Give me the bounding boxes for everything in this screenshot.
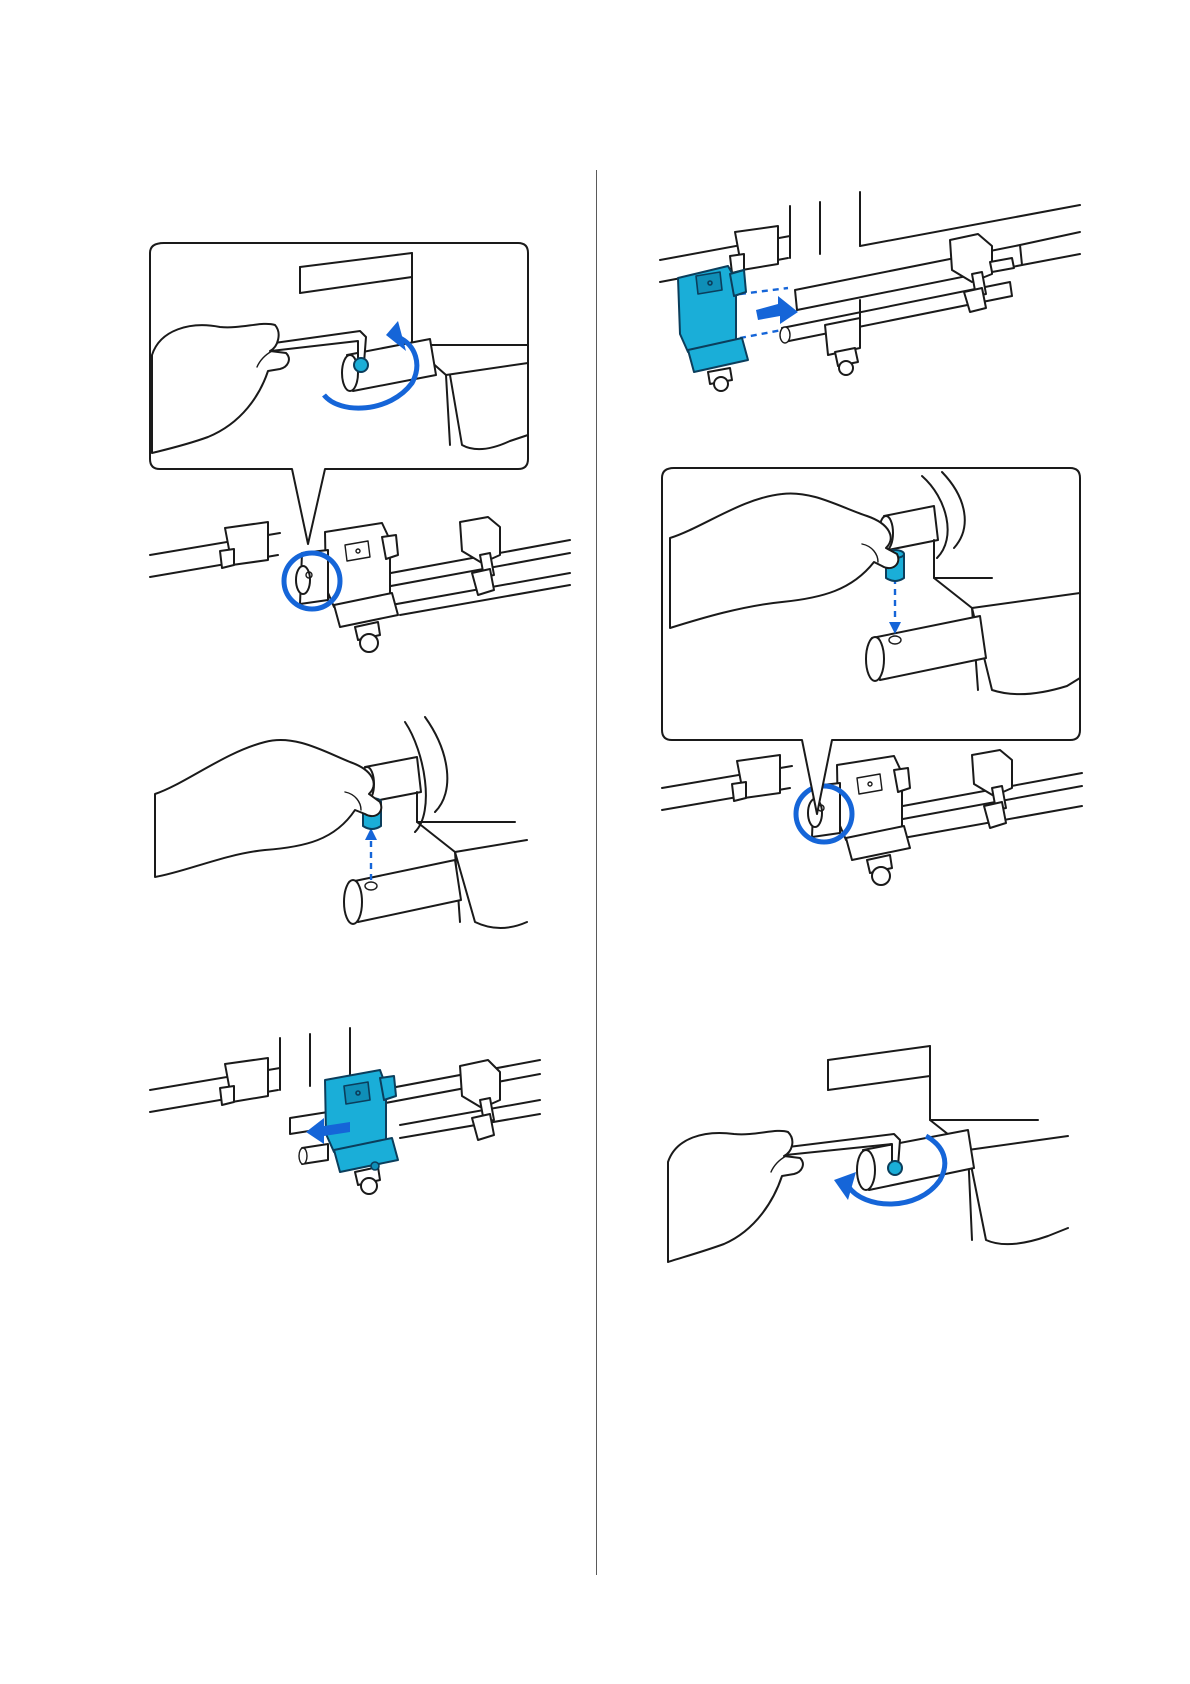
arrow-right-icon: [756, 296, 798, 324]
machine-rail-scene: [150, 517, 570, 652]
column-divider: [596, 170, 597, 1575]
hand: [668, 1131, 803, 1262]
hand: [155, 740, 381, 877]
machine-rail-scene: [662, 750, 1082, 885]
figure-insert-screw-callout: [662, 468, 1082, 908]
figure-slide-holder-left: [150, 1030, 540, 1200]
roll-holder-highlighted: [678, 266, 748, 391]
figure-loosen-screw-callout: [150, 255, 570, 675]
dashed-up-arrow-icon: [365, 828, 377, 880]
figure-tighten-screw: [668, 1050, 1068, 1275]
figure-remove-screw: [155, 722, 540, 984]
figure-slide-holder-right: [660, 200, 1080, 390]
